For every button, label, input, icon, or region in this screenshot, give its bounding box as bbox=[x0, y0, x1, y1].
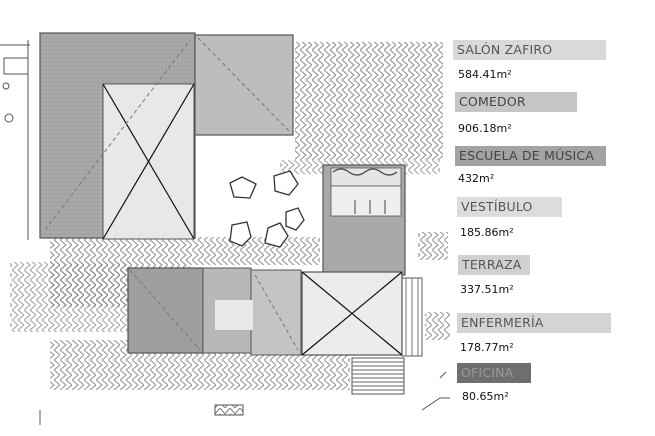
legend-label-enfermeria: ENFERMERÍA bbox=[457, 313, 611, 333]
comedor-block bbox=[194, 34, 294, 136]
legend-area-salon-zafiro: 584.41m² bbox=[458, 68, 512, 81]
misc-marks bbox=[39, 371, 450, 425]
left-edge-marks bbox=[0, 40, 30, 240]
oficina-block bbox=[351, 357, 405, 395]
escuela-musica-block bbox=[322, 164, 406, 276]
legend-area-oficina: 80.65m² bbox=[462, 390, 509, 403]
terraza-block bbox=[301, 271, 423, 357]
courtyard-shapes bbox=[229, 170, 305, 248]
legend-label-salon-zafiro: SALÓN ZAFIRO bbox=[453, 40, 606, 60]
legend-label-oficina: OFICINA bbox=[457, 363, 531, 383]
legend-area-comedor: 906.18m² bbox=[458, 122, 512, 135]
legend-area-terraza: 337.51m² bbox=[460, 283, 514, 296]
legend-label-comedor: COMEDOR bbox=[455, 92, 577, 112]
legend-area-enfermeria: 178.77m² bbox=[460, 341, 514, 354]
legend-area-vestibulo: 185.86m² bbox=[460, 226, 514, 239]
legend-label-escuela-musica: ESCUELA DE MÚSICA bbox=[455, 146, 606, 166]
legend-area-escuela-musica: 432m² bbox=[458, 172, 495, 185]
legend-label-vestibulo: VESTÍBULO bbox=[457, 197, 562, 217]
salon-zafiro-block bbox=[39, 32, 196, 240]
enfermeria-block bbox=[127, 267, 302, 356]
legend-label-terraza: TERRAZA bbox=[458, 255, 530, 275]
